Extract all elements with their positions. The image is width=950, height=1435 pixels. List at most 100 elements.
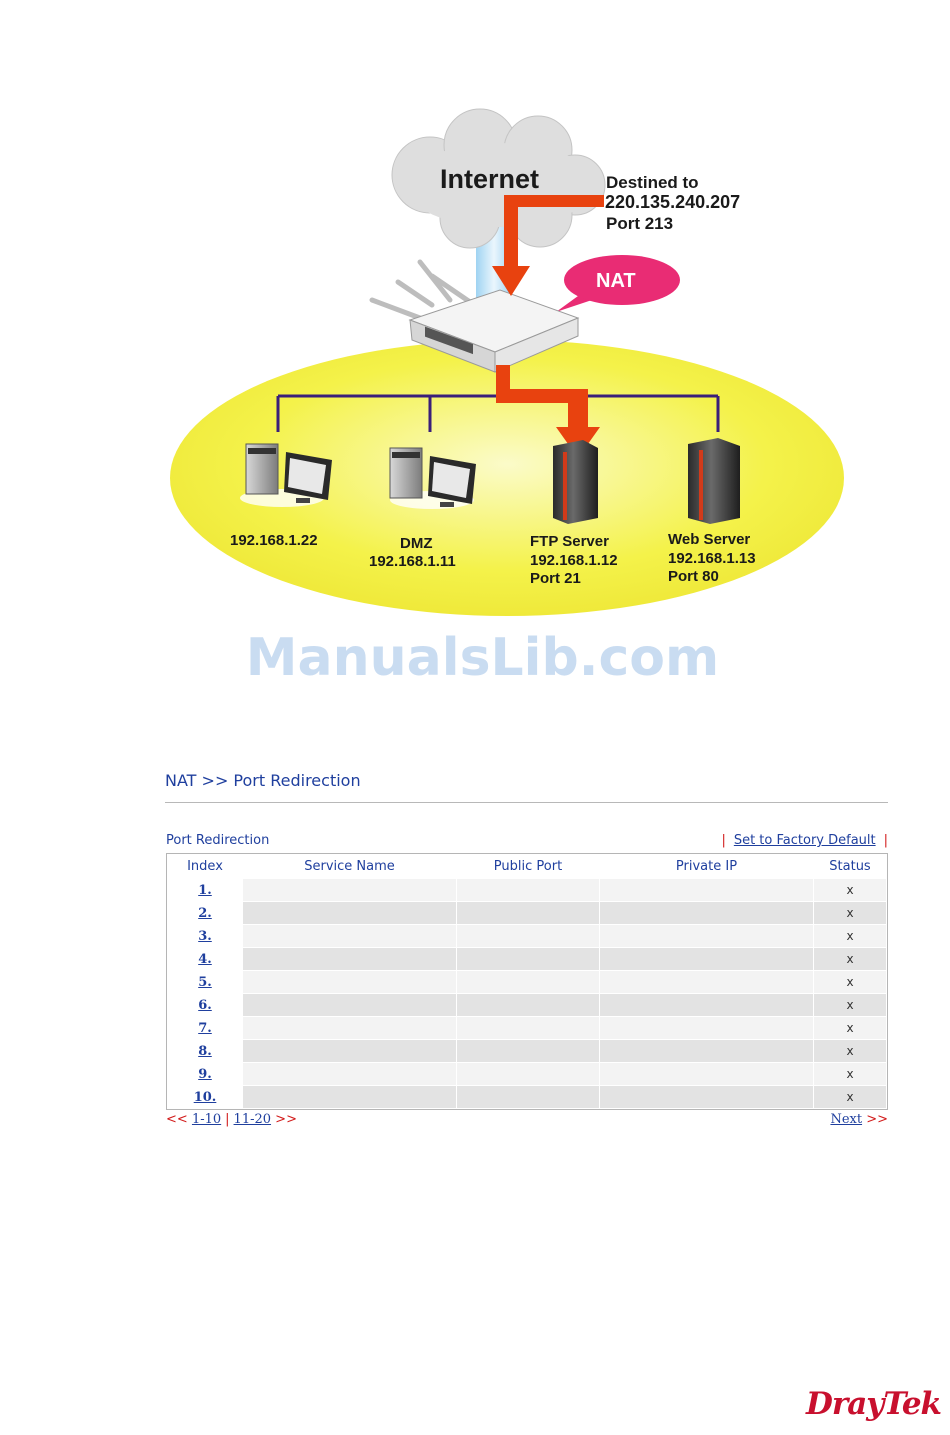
column-header: Status xyxy=(829,859,871,874)
status-cell: x xyxy=(814,994,886,1016)
index-cell: 9. xyxy=(168,1063,242,1085)
nat-bubble xyxy=(556,296,592,312)
page-range-link[interactable]: 11-20 xyxy=(233,1112,272,1127)
next-arrow: >> xyxy=(866,1112,888,1127)
table-row: 3. x xyxy=(168,925,886,947)
private-ip-cell xyxy=(600,994,813,1016)
network-diagram: Internet Destined to 220.135.240.207 Por… xyxy=(170,108,844,616)
port-redirection-table: Index Service Name Public Port Private I… xyxy=(166,853,888,1110)
redirection-table: Index Service Name Public Port Private I… xyxy=(167,854,887,1109)
index-link[interactable]: 3. xyxy=(198,928,212,944)
index-link[interactable]: 2. xyxy=(198,905,212,921)
status-cell: x xyxy=(814,1063,886,1085)
pager-ranges: << 1-10|11-20 >> xyxy=(166,1112,297,1127)
cloud-label: Internet xyxy=(440,164,539,194)
index-link[interactable]: 9. xyxy=(198,1066,212,1082)
service-name-cell xyxy=(243,879,456,901)
index-link[interactable]: 7. xyxy=(198,1020,212,1036)
index-link[interactable]: 4. xyxy=(198,951,212,967)
public-port-cell xyxy=(457,1017,599,1039)
table-row: 6. x xyxy=(168,994,886,1016)
index-cell: 5. xyxy=(168,971,242,993)
index-cell: 4. xyxy=(168,948,242,970)
table-row: 4. x xyxy=(168,948,886,970)
index-cell: 3. xyxy=(168,925,242,947)
router-icon xyxy=(408,289,580,373)
prev-arrow: << xyxy=(166,1112,188,1127)
separator: | xyxy=(225,1112,230,1127)
index-link[interactable]: 8. xyxy=(198,1043,212,1059)
index-link[interactable]: 1. xyxy=(198,882,212,898)
table-row: 2. x xyxy=(168,902,886,924)
separator: | xyxy=(883,833,888,848)
status-cell: x xyxy=(814,1040,886,1062)
index-link[interactable]: 10. xyxy=(193,1089,217,1105)
factory-default-link[interactable]: Set to Factory Default xyxy=(733,833,876,848)
table-row: 9. x xyxy=(168,1063,886,1085)
status-cell: x xyxy=(814,1086,886,1108)
private-ip-cell xyxy=(600,1040,813,1062)
service-name-cell xyxy=(243,948,456,970)
service-name-cell xyxy=(243,925,456,947)
service-name-cell xyxy=(243,994,456,1016)
column-header: Service Name xyxy=(304,859,395,874)
column-header: Private IP xyxy=(675,859,738,874)
service-name-cell xyxy=(243,1040,456,1062)
destination-line-3: Port 213 xyxy=(606,214,673,233)
private-ip-cell xyxy=(600,1086,813,1108)
status-cell: x xyxy=(814,948,886,970)
public-port-cell xyxy=(457,1040,599,1062)
section-title: Port Redirection xyxy=(166,833,270,848)
public-port-cell xyxy=(457,1086,599,1108)
status-cell: x xyxy=(814,902,886,924)
column-header: Index xyxy=(187,859,223,874)
public-port-cell xyxy=(457,948,599,970)
private-ip-cell xyxy=(600,1017,813,1039)
host-label: 192.168.1.12 xyxy=(530,552,618,569)
next-link[interactable]: Next xyxy=(830,1112,863,1127)
lan-area xyxy=(170,340,844,616)
pager-next: Next >> xyxy=(830,1112,888,1127)
host-label: 192.168.1.11 xyxy=(369,553,456,570)
index-cell: 7. xyxy=(168,1017,242,1039)
index-cell: 10. xyxy=(168,1086,242,1108)
service-name-cell xyxy=(243,1017,456,1039)
server-icon xyxy=(688,438,740,524)
host-label: Web Server xyxy=(668,531,750,548)
public-port-cell xyxy=(457,994,599,1016)
redirect-arrow xyxy=(492,195,604,458)
router-antennas xyxy=(369,259,473,321)
private-ip-cell xyxy=(600,902,813,924)
index-link[interactable]: 5. xyxy=(198,974,212,990)
host-label: 192.168.1.13 xyxy=(668,550,756,567)
draytek-logo: DrayTek xyxy=(806,1386,942,1422)
separator: | xyxy=(721,833,726,848)
index-link[interactable]: 6. xyxy=(198,997,212,1013)
private-ip-cell xyxy=(600,925,813,947)
service-name-cell xyxy=(243,902,456,924)
host-label: Port 80 xyxy=(668,568,719,585)
public-port-cell xyxy=(457,1063,599,1085)
table-row: 10. x xyxy=(168,1086,886,1108)
public-port-cell xyxy=(457,925,599,947)
status-cell: x xyxy=(814,925,886,947)
section-actions: | Set to Factory Default | xyxy=(713,833,888,848)
private-ip-cell xyxy=(600,948,813,970)
index-cell: 6. xyxy=(168,994,242,1016)
status-cell: x xyxy=(814,879,886,901)
host-label: Port 21 xyxy=(530,570,581,587)
status-cell: x xyxy=(814,971,886,993)
nat-label: NAT xyxy=(596,270,636,292)
table-row: 1. x xyxy=(168,879,886,901)
table-body: 1. x 2. x 3. x 4. x 5. x 6. x 7. x 8. x 9. x 10. x xyxy=(168,879,886,1108)
page-title: NAT >> Port Redirection xyxy=(165,771,361,790)
status-cell: x xyxy=(814,1017,886,1039)
host-label: 192.168.1.22 xyxy=(230,532,318,549)
destination-line-2: 220.135.240.207 xyxy=(605,192,740,212)
host-label: DMZ xyxy=(400,535,433,552)
host-label: FTP Server xyxy=(530,533,609,550)
service-name-cell xyxy=(243,1063,456,1085)
next-arrow: >> xyxy=(275,1112,297,1127)
pc-icon xyxy=(389,447,476,509)
page-range-link[interactable]: 1-10 xyxy=(191,1112,222,1127)
